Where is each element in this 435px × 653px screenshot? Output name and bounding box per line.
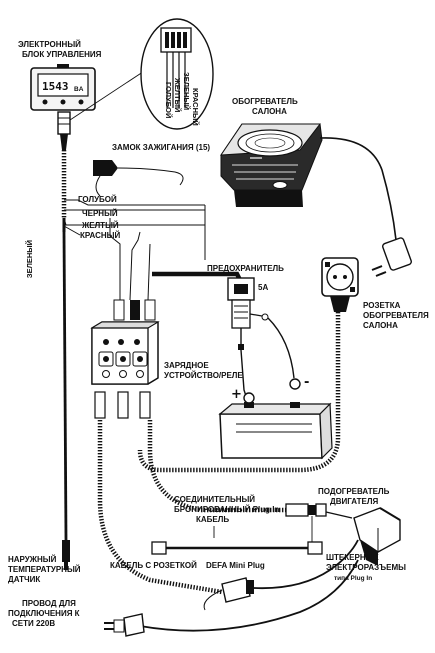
wire-label-black: ЧЕРНЫЙ (82, 209, 118, 218)
control-unit-display (37, 73, 89, 97)
control-button-2 (60, 99, 66, 105)
battery-minus-label: - (304, 375, 309, 390)
socket-cable-label: КАБЕЛЬ С РОЗЕТКОЙ (110, 561, 197, 570)
sensor-label-line2: ТЕМПЕРАТУРНЫЙ (8, 565, 81, 574)
charger-label-line1: ЗАРЯДНОЕ (164, 361, 209, 370)
heater-power-cord (319, 137, 397, 241)
charger-relay: ЗАРЯДНОЕ УСТРОЙСТВО/РЕЛЕ (90, 299, 243, 385)
charger-label-line2: УСТРОЙСТВО/РЕЛЕ (164, 371, 243, 380)
plug-connectors-label: ШТЕКЕРНЫЕ ЭЛЕКТРОРАЗЪЕМЫ типа Plug In (326, 553, 406, 582)
heater-label-line1: ОБОГРЕВАТЕЛЬ (232, 97, 298, 106)
callout-wire-green: ЗЕЛЕНЫЙ (182, 72, 191, 110)
armored-cable-label-line3: КАБЕЛЬ (196, 515, 229, 524)
control-unit-label-line2: БЛОК УПРАВЛЕНИЯ (22, 50, 102, 59)
plug-connectors-label-line3: типа Plug In (334, 575, 372, 582)
display-value: 1543 (42, 80, 69, 93)
engine-heater-label-line1: ПОДОГРЕВАТЕЛЬ (318, 487, 390, 496)
outdoor-sensor: НАРУЖНЫЙ ТЕМПЕРАТУРНЫЙ ДАТЧИК (8, 540, 81, 584)
mini-plug (203, 539, 359, 611)
connector-callout: КРАСНЫЙ ЗЕЛЕНЫЙ ЖЕЛТЫЙ ГОЛУБОЙ (140, 18, 214, 130)
plug-connectors-label-line1: ШТЕКЕРНЫЕ (326, 553, 379, 562)
mini-plug-label: DEFA Mini Plug (206, 561, 265, 570)
display-suffix: BA (74, 86, 84, 93)
callout-wire-red: КРАСНЫЙ (191, 88, 200, 126)
socket-cable-coil (97, 420, 223, 595)
fuse-holder: ПРЕДОХРАНИТЕЛЬ 5A (152, 228, 284, 350)
ignition-lock-label: ЗАМОК ЗАЖИГАНИЯ (15) (112, 143, 210, 152)
engine-heater-label-line2: ДВИГАТЕЛЯ (330, 497, 378, 506)
battery-minus-lead (267, 317, 295, 379)
socket-coil-cable (137, 312, 341, 473)
charger-output-cables (94, 391, 151, 419)
sensor-label-line3: ДАТЧИК (8, 575, 40, 584)
wire-label-blue: ГОЛУБОЙ (78, 195, 117, 204)
wire-label-red: КРАСНЫЙ (80, 231, 120, 240)
callout-wire-yellow: ЖЕЛТЫЙ (173, 77, 182, 112)
harness-wires: ГОЛУБОЙ ЧЕРНЫЙ ЖЕЛТЫЙ КРАСНЫЙ (63, 195, 206, 301)
battery: + - (218, 375, 333, 460)
wire-label-yellow: ЖЕЛТЫЙ (81, 221, 119, 230)
plug-connectors-label-line2: ЭЛЕКТРОРАЗЪЕМЫ (326, 563, 406, 572)
control-button-1 (42, 99, 48, 105)
plug-in-connectors (285, 503, 327, 548)
engine-heater: ПОДОГРЕВАТЕЛЬ ДВИГАТЕЛЯ (318, 487, 401, 566)
heater-socket: РОЗЕТКА ОБОГРЕВАТЕЛЯ САЛОНА (321, 257, 429, 330)
control-button-3 (78, 99, 84, 105)
battery-plus-label: + (231, 387, 242, 402)
callout-wire-blue: ГОЛУБОЙ (164, 82, 173, 118)
mains-label-line2: ПОДКЛЮЧЕНИЯ К (8, 609, 80, 618)
control-unit-label-line1: ЭЛЕКТРОННЫЙ (18, 40, 81, 49)
green-wire (62, 231, 68, 541)
plug-in-cable-segment (151, 541, 323, 555)
fuse-rating: 5A (258, 283, 268, 292)
armored-cable-label-line2: БРОНИРОВАННЫЙ Plug In (174, 505, 279, 514)
mains-label-line1: ПРОВОД ДЛЯ (22, 599, 76, 608)
ignition-lock: ЗАМОК ЗАЖИГАНИЯ (15) (93, 143, 210, 197)
socket-label-line3: САЛОНА (363, 321, 398, 330)
control-unit-connector (57, 111, 71, 135)
armored-cable-label: СОЕДИНИТЕЛЬНЫЙ БРОНИРОВАННЫЙ Plug In КАБ… (174, 495, 279, 524)
sensor-label-line1: НАРУЖНЫЙ (8, 555, 57, 564)
socket-label-line1: РОЗЕТКА (363, 301, 401, 310)
mains-label-line3: СЕТИ 220В (12, 619, 55, 628)
cabin-heater: ОБОГРЕВАТЕЛЬ САЛОНА (220, 97, 323, 207)
socket-label-line2: ОБОГРЕВАТЕЛЯ (363, 311, 429, 320)
heater-label-line2: САЛОНА (252, 107, 287, 116)
fuse-label: ПРЕДОХРАНИТЕЛЬ (207, 264, 284, 273)
armored-cable-label-line1: СОЕДИНИТЕЛЬНЫЙ (174, 495, 255, 504)
mains-plug: ПРОВОД ДЛЯ ПОДКЛЮЧЕНИЯ К СЕТИ 220В (8, 559, 359, 637)
green-wire-label: ЗЕЛЕНЫЙ (25, 240, 34, 278)
heater-plug (371, 237, 412, 277)
control-unit: ЭЛЕКТРОННЫЙ БЛОК УПРАВЛЕНИЯ 1543 BA (18, 40, 102, 150)
armored-cable-coil (147, 420, 286, 513)
